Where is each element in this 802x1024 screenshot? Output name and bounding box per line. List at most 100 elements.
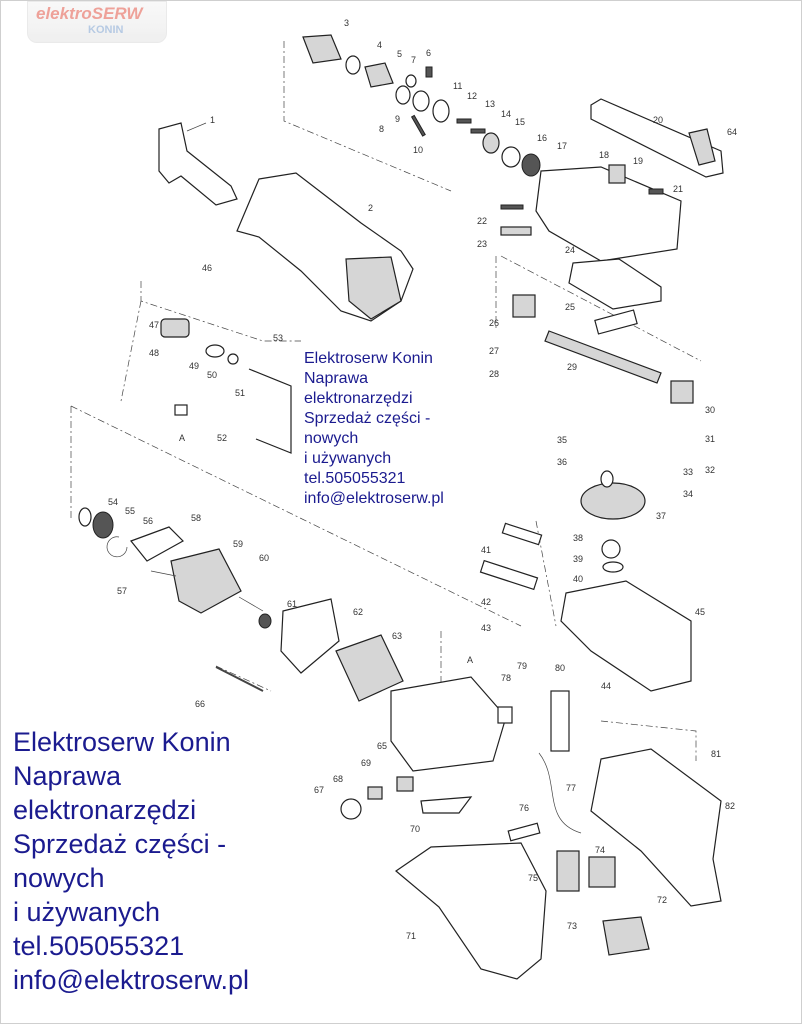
callout-69: 69 bbox=[361, 758, 371, 768]
part-51-wire-bar bbox=[248, 368, 292, 454]
part-62-baffle bbox=[280, 598, 340, 674]
reference-mark-a-right: A bbox=[467, 655, 473, 665]
part-16-washer bbox=[501, 146, 521, 168]
callout-43: 43 bbox=[481, 623, 491, 633]
part-7-spring bbox=[405, 74, 417, 88]
part-38-needle-bearing bbox=[600, 470, 614, 488]
promo-line: Naprawa bbox=[304, 370, 369, 387]
callout-23: 23 bbox=[477, 239, 487, 249]
callout-65: 65 bbox=[377, 741, 387, 751]
part-25-plate bbox=[594, 309, 638, 335]
callout-38: 38 bbox=[573, 533, 583, 543]
part-77-wire bbox=[538, 752, 582, 834]
part-24-gasket bbox=[568, 258, 662, 310]
callout-49: 49 bbox=[189, 361, 199, 371]
callout-16: 16 bbox=[537, 133, 547, 143]
part-78-terminal bbox=[497, 706, 513, 724]
part-15-cap bbox=[482, 132, 500, 154]
callout-51: 51 bbox=[235, 388, 245, 398]
callout-1: 1 bbox=[210, 115, 215, 125]
part-73-switch-block bbox=[556, 850, 580, 892]
callout-15: 15 bbox=[515, 117, 525, 127]
promo-line: elektronarzędzi bbox=[13, 795, 197, 825]
part-56-snap-ring bbox=[106, 536, 128, 558]
part-45-gear-housing bbox=[560, 580, 692, 692]
callout-81: 81 bbox=[711, 749, 721, 759]
callout-39: 39 bbox=[573, 554, 583, 564]
part-61-bearing bbox=[258, 613, 272, 629]
promo-line: Naprawa bbox=[13, 761, 122, 791]
promo-line: i używanych bbox=[13, 897, 161, 927]
part-39-bearing bbox=[601, 539, 621, 559]
reference-mark-a-left: A bbox=[179, 433, 185, 443]
promo-text-large: Elektroserw Konin Naprawa elektronarzędz… bbox=[13, 725, 249, 997]
promo-line: elektronarzędzi bbox=[304, 390, 413, 407]
callout-24: 24 bbox=[565, 245, 575, 255]
callout-34: 34 bbox=[683, 489, 693, 499]
promo-text-small: Elektroserw Konin Naprawa elektronarzędz… bbox=[304, 349, 444, 509]
callout-64: 64 bbox=[727, 127, 737, 137]
callout-31: 31 bbox=[705, 434, 715, 444]
part-6-pin bbox=[425, 66, 433, 78]
callout-57: 57 bbox=[117, 586, 127, 596]
promo-line: Elektroserw Konin bbox=[13, 727, 231, 757]
callout-41: 41 bbox=[481, 545, 491, 555]
callout-25: 25 bbox=[565, 302, 575, 312]
callout-14: 14 bbox=[501, 109, 511, 119]
part-23-pin bbox=[500, 226, 532, 236]
callout-47: 47 bbox=[149, 320, 159, 330]
callout-56: 56 bbox=[143, 516, 153, 526]
part-40-washer bbox=[602, 561, 624, 573]
callout-numbers: 1 2 3 4 5 6 7 8 9 10 11 12 13 14 15 16 1… bbox=[108, 18, 737, 941]
part-20-rail bbox=[590, 98, 724, 178]
part-4-ring bbox=[345, 55, 361, 75]
part-67-cap bbox=[340, 798, 362, 820]
callout-36: 36 bbox=[557, 457, 567, 467]
part-68-brush bbox=[367, 786, 383, 800]
callout-8: 8 bbox=[379, 124, 384, 134]
callout-28: 28 bbox=[489, 369, 499, 379]
callout-22: 22 bbox=[477, 216, 487, 226]
callout-82: 82 bbox=[725, 801, 735, 811]
promo-email: info@elektroserw.pl bbox=[13, 965, 250, 995]
part-49-spring bbox=[205, 344, 225, 358]
callout-12: 12 bbox=[467, 91, 477, 101]
part-48-lever bbox=[160, 318, 190, 338]
callout-53: 53 bbox=[273, 333, 283, 343]
callout-30: 30 bbox=[705, 405, 715, 415]
callout-37: 37 bbox=[656, 511, 666, 521]
part-63-field bbox=[335, 634, 404, 702]
part-5-holder bbox=[364, 62, 394, 88]
promo-line: Elektroserw Konin bbox=[304, 350, 433, 367]
callout-10: 10 bbox=[413, 145, 423, 155]
part-42-plate bbox=[479, 559, 539, 591]
part-76-lever bbox=[507, 822, 541, 842]
callout-59: 59 bbox=[233, 539, 243, 549]
part-72-terminal bbox=[602, 916, 650, 956]
callout-42: 42 bbox=[481, 597, 491, 607]
callout-62: 62 bbox=[353, 607, 363, 617]
callout-4: 4 bbox=[377, 40, 382, 50]
callout-58: 58 bbox=[191, 513, 201, 523]
promo-line: i używanych bbox=[304, 450, 392, 467]
callout-70: 70 bbox=[410, 824, 420, 834]
part-29-plunger-shaft bbox=[544, 330, 662, 384]
callout-76: 76 bbox=[519, 803, 529, 813]
promo-line: Sprzedaż części - bbox=[304, 410, 431, 427]
part-70-plate bbox=[420, 796, 473, 814]
callout-78: 78 bbox=[501, 673, 511, 683]
promo-phone: tel.505055321 bbox=[13, 931, 185, 961]
part-54-washer bbox=[78, 507, 92, 527]
callout-74: 74 bbox=[595, 845, 605, 855]
callout-45: 45 bbox=[695, 607, 705, 617]
part-71-handle-housing bbox=[395, 842, 547, 980]
promo-line: nowych bbox=[13, 863, 105, 893]
callout-77: 77 bbox=[566, 783, 576, 793]
part-50-pin bbox=[227, 353, 239, 365]
callout-3: 3 bbox=[344, 18, 349, 28]
callout-68: 68 bbox=[333, 774, 343, 784]
part-11-ring bbox=[412, 90, 430, 112]
callout-61: 61 bbox=[287, 599, 297, 609]
callout-71: 71 bbox=[406, 931, 416, 941]
callout-26: 26 bbox=[489, 318, 499, 328]
